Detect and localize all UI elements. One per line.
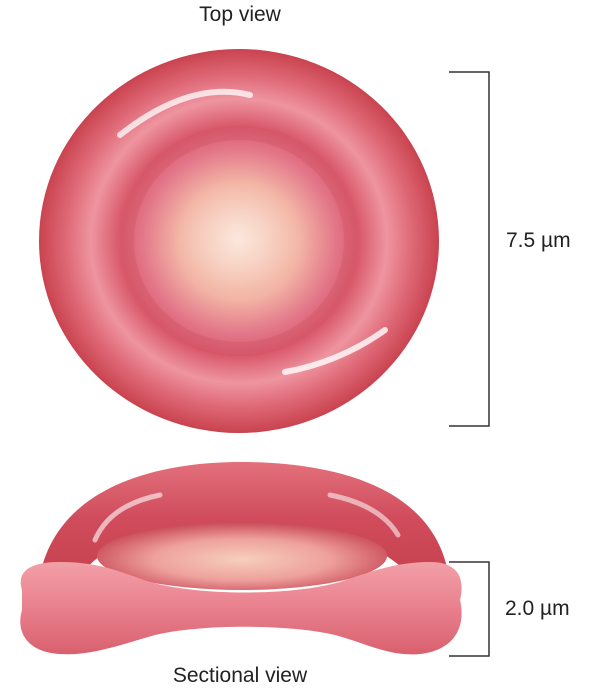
thickness-label: 2.0 µm bbox=[505, 597, 570, 621]
top-cell-center-glow bbox=[178, 183, 298, 293]
diameter-label: 7.5 µm bbox=[506, 229, 571, 253]
top-view-cell bbox=[39, 49, 439, 433]
sectional-view-label: Sectional view bbox=[0, 664, 480, 688]
top-view-label: Top view bbox=[0, 3, 480, 27]
sectional-view-cell bbox=[20, 462, 461, 654]
diameter-bracket bbox=[449, 72, 489, 426]
